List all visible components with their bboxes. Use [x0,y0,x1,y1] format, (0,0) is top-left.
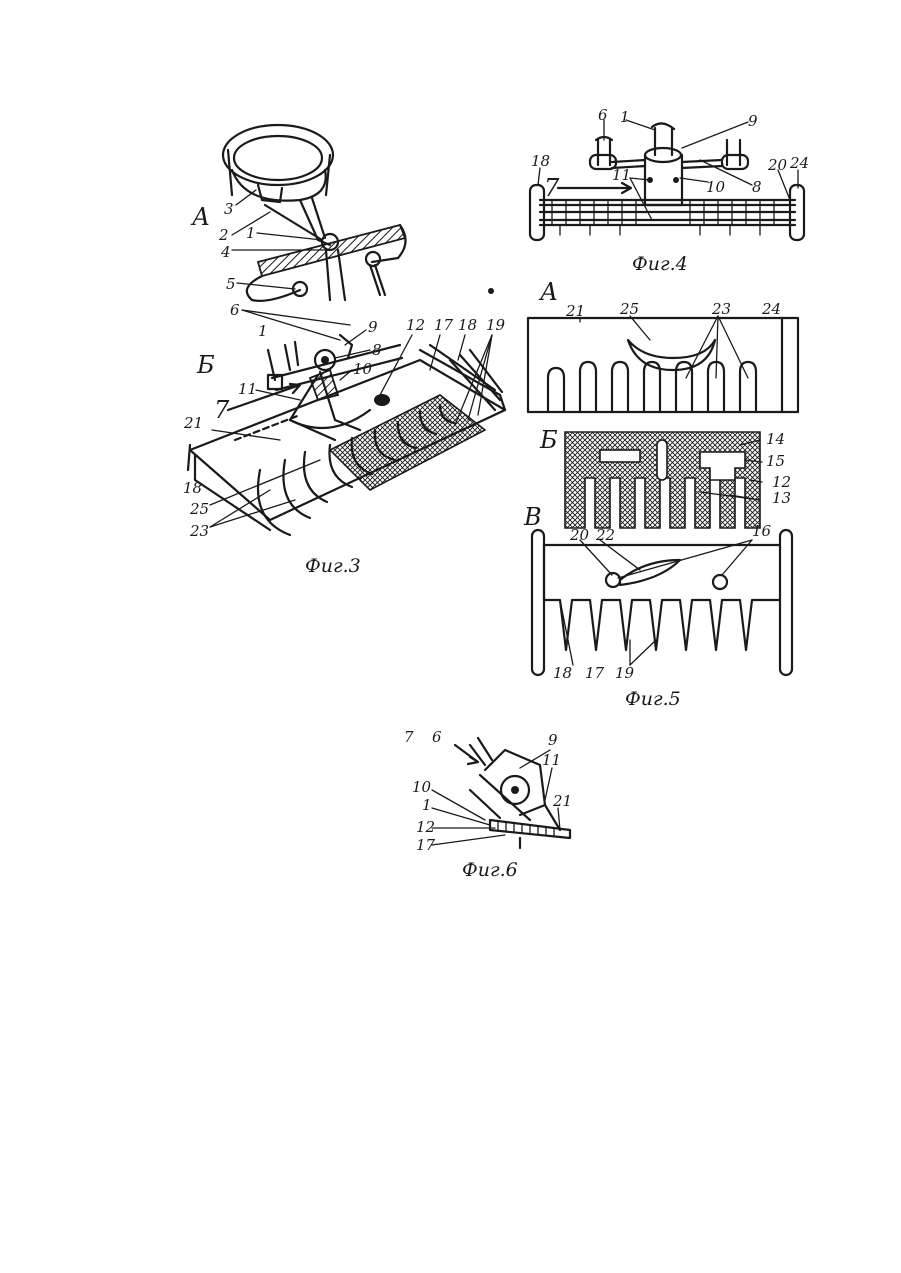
fig5-view-a-plate [528,318,798,412]
fig3-label: 3 [224,200,234,218]
fig3-label: 1 [258,322,268,340]
fig6-label: 11 [542,751,561,769]
fig5-label-b: 13 [772,489,791,507]
fig3-label: 17 [434,316,454,334]
fig5-label-c: 20 [569,526,590,544]
fig4-label: 6 [598,106,608,124]
fig6-label: 6 [432,728,442,746]
fig4-label: 10 [706,178,726,196]
fig6-label: 17 [416,836,436,854]
fig3-label: 1 [246,224,256,242]
fig5-view-b: Б [539,426,558,454]
fig3-label: 18 [458,316,477,334]
fig6-label: 10 [412,778,432,796]
fig3-harness [223,125,333,245]
fig3-label: 8 [372,341,382,359]
fig3-label: 12 [406,316,425,334]
fig3-label: 11 [238,380,257,398]
fig3-label: 4 [220,243,231,261]
fig3-label: 10 [353,360,373,378]
fig3-label: 9 [368,318,378,336]
fig5-label-c: 22 [595,526,615,544]
fig3-dot [488,288,494,294]
fig5-label-a: 21 [565,302,585,320]
fig5-view-c: В [523,503,542,531]
fig4-label: 20 [767,156,788,174]
fig6-label: 1 [422,796,432,814]
fig5-label-a: 23 [711,300,731,318]
fig3-crossbar [247,225,406,301]
fig6-label: 21 [552,792,572,810]
fig5-view-b-plate [565,432,760,528]
fig6-label: 12 [416,818,435,836]
fig4-label: 9 [748,112,758,130]
fig5-view-a: А [538,278,558,306]
fig3-rake-assembly [188,335,505,535]
figure-6: 7 6 9 11 21 10 1 12 17 Фиг.6 [404,728,572,881]
fig4-label: 1 [620,108,630,126]
fig5-label-c: 17 [585,664,605,682]
fig3-label: 5 [226,275,236,293]
figure-4: 6 1 9 18 7 11 10 8 20 24 Фиг.4 [530,106,809,275]
fig4-label: 11 [612,166,631,184]
fig3-label: 21 [183,414,203,432]
fig5-label-c: 19 [615,664,635,682]
fig3-label: 6 [230,301,240,319]
fig5-label-b: 14 [766,430,785,448]
fig6-caption: Фиг.6 [462,859,518,881]
fig4-label: 24 [789,154,809,172]
fig6-label: 7 [404,728,414,746]
fig4-label: 18 [531,152,550,170]
fig5-label-b: 15 [766,452,785,470]
fig5-label-c: 16 [752,522,772,540]
fig3-caption: Фиг.3 [305,555,361,577]
fig6-label: 9 [548,731,558,749]
fig5-label-c: 18 [553,664,572,682]
fig4-label: 7 [544,174,560,202]
fig3-view-a: А [190,203,210,231]
fig3-label: 25 [189,500,209,518]
fig5-label-a: 24 [761,300,781,318]
figure-5: А 21 25 23 24 Б 14 15 12 13 [523,278,798,710]
figure-3: А Б 3 2 1 4 5 6 1 9 8 10 11 7 21 18 25 2… [183,125,506,577]
fig3-label: 18 [183,479,202,497]
fig4-label: 8 [752,178,762,196]
fig4-caption: Фиг.4 [632,253,688,275]
fig3-label: 7 [214,396,230,424]
fig3-view-b: Б [196,351,215,379]
fig3-label: 2 [218,226,229,244]
fig3-label: 23 [189,522,209,540]
fig3-label: 19 [486,316,506,334]
fig5-caption: Фиг.5 [625,688,681,710]
fig5-label-a: 25 [619,300,639,318]
